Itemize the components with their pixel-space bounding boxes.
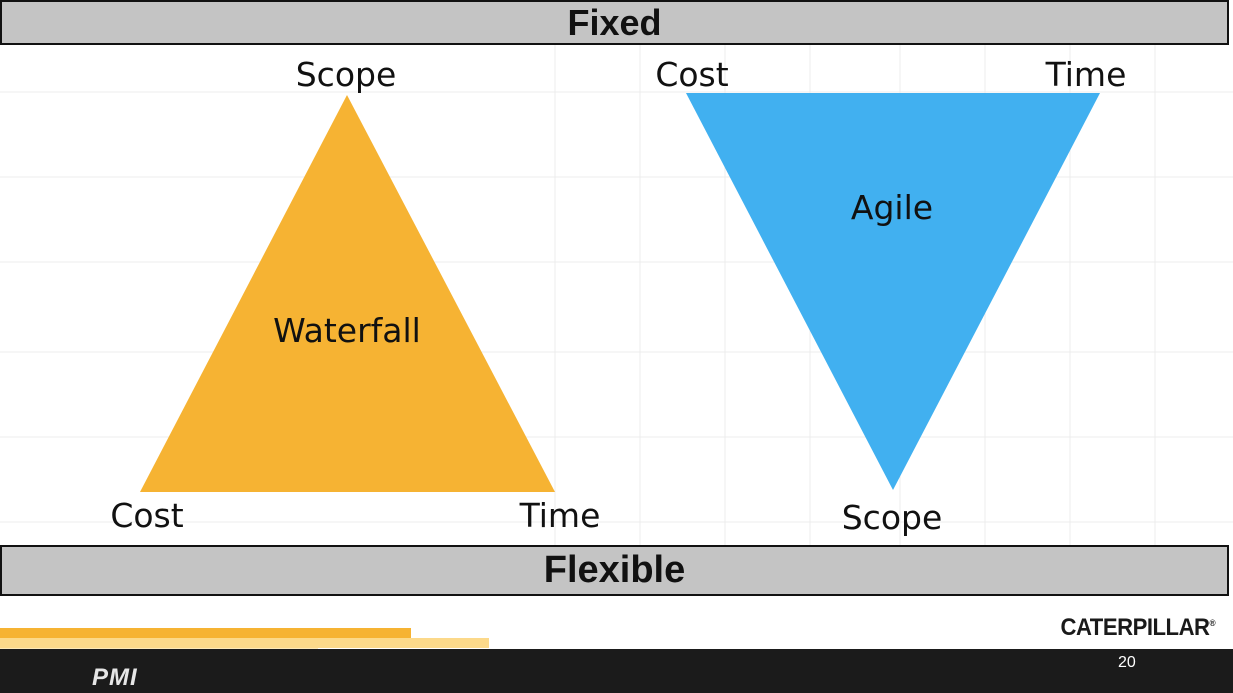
agile-label: Agile <box>851 188 933 227</box>
footer-stripe-light <box>0 638 489 648</box>
footer-stripe-orange <box>0 628 411 638</box>
caterpillar-logo: CATERPILLAR® <box>1060 614 1215 642</box>
waterfall-time-label: Time <box>519 496 601 535</box>
waterfall-triangle <box>140 95 555 492</box>
caterpillar-wordmark: CATERPILLAR <box>1060 614 1210 641</box>
flexible-band: Flexible <box>0 545 1229 596</box>
agile-triangle <box>686 93 1100 490</box>
waterfall-cost-label: Cost <box>110 496 183 535</box>
agile-time-label: Time <box>1045 55 1127 94</box>
footer-bar <box>0 649 1233 693</box>
flexible-label: Flexible <box>543 549 686 591</box>
registered-mark: ® <box>1209 618 1215 628</box>
agile-apex-label: Scope <box>842 498 943 537</box>
fixed-band: Fixed <box>0 0 1229 45</box>
fixed-label: Fixed <box>567 1 662 43</box>
pmi-logo: PMI <box>92 664 138 691</box>
agile-cost-label: Cost <box>655 55 728 94</box>
page-number: 20 <box>1118 654 1136 671</box>
waterfall-label: Waterfall <box>273 311 421 350</box>
waterfall-apex-label: Scope <box>296 55 397 94</box>
